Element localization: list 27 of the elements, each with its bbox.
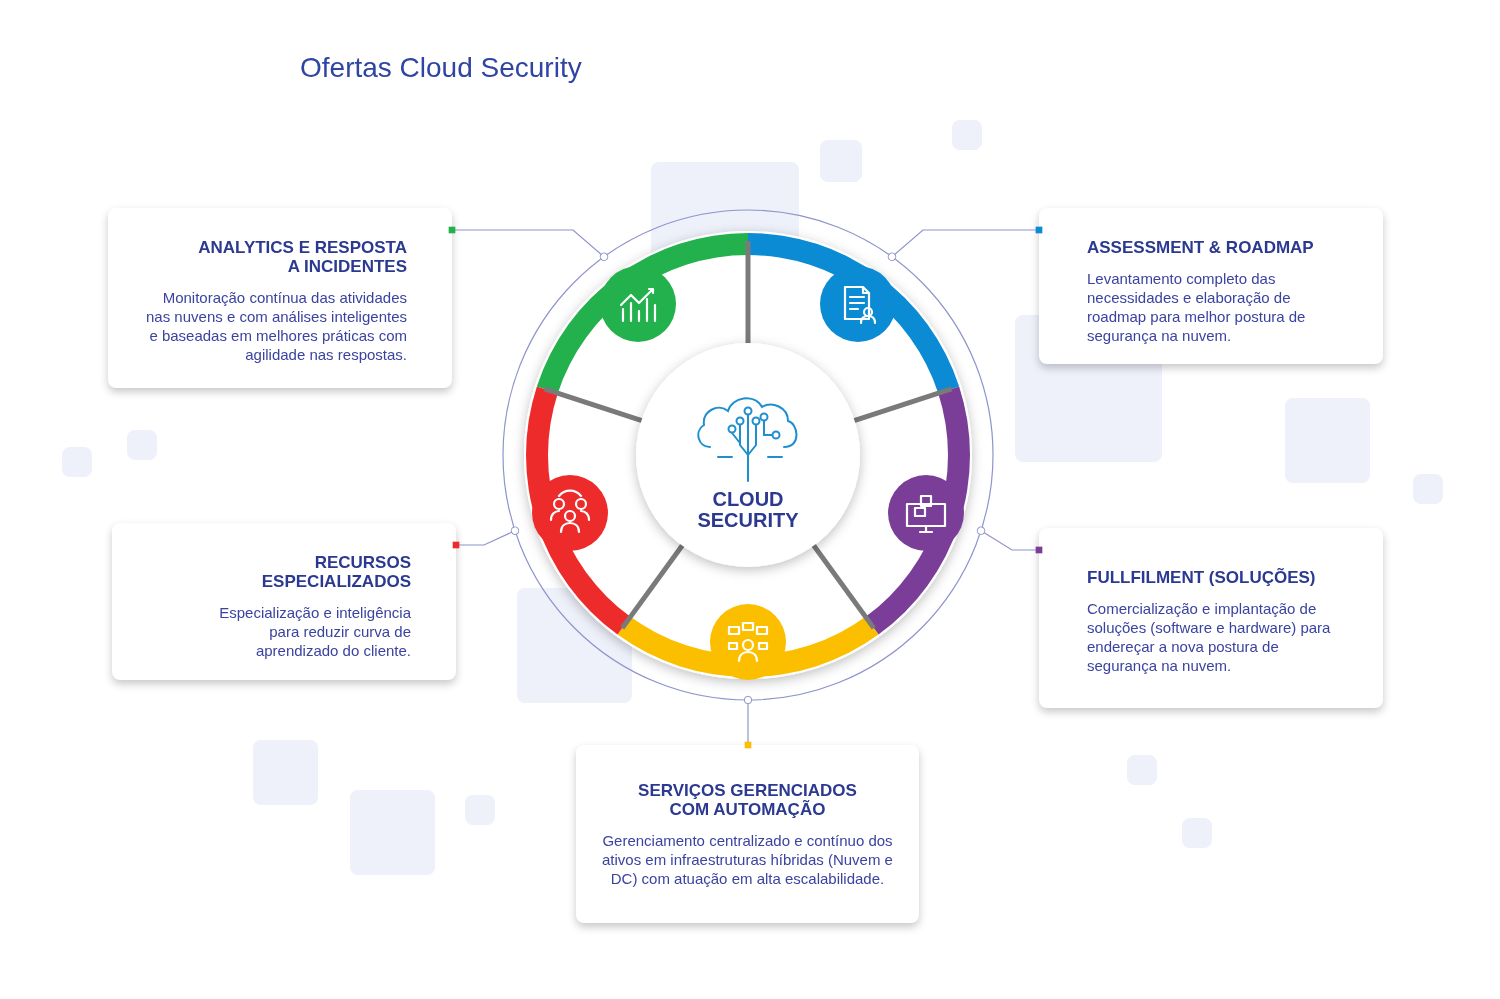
info-card: [1039, 528, 1383, 708]
leader-line: [448, 226, 609, 262]
card-heading: RECURSOS ESPECIALIZADOS: [260, 553, 411, 591]
info-card: [112, 523, 456, 680]
team-icon: [531, 473, 610, 552]
card-heading: FULLFILMENT (SOLUÇÕES): [1087, 568, 1317, 587]
card-description: Levantamento completo das necessidades e elaboração de roadmap para melhor postura de segurança na nuvem.: [1087, 269, 1307, 345]
info-card: [576, 745, 919, 923]
info-card: [108, 208, 452, 388]
info-card: [1039, 208, 1383, 364]
card-heading: ASSESSMENT & ROADMAP: [1087, 238, 1315, 257]
title: Ofertas Cloud Security: [300, 52, 582, 84]
leader-line: [452, 526, 520, 549]
card-description: Monitoração contínua das atividades nas nuvens e com análises inteligentes e baseadas em melhores práticas com agilidade nas respostas.: [145, 288, 407, 364]
card-description: Gerenciamento centralizado e contínuo dos ativos em infraestruturas híbridas (Nuvem e DC) com atuação em alta escalabilidade.: [601, 831, 894, 888]
people-network-icon: [709, 603, 787, 681]
leader-line: [887, 226, 1043, 261]
center-label: CLOUD SECURITY: [696, 489, 800, 531]
document-user-icon: [818, 264, 897, 343]
monitor-icon: [886, 473, 965, 552]
card-heading: SERVIÇOS GERENCIADOS COM AUTOMAÇÃO: [637, 781, 858, 819]
leader-line: [743, 695, 753, 749]
leader-line: [976, 526, 1043, 554]
card-description: Comercialização e implantação de soluções (software e hardware) para endereçar a nova postura de segurança na nuvem.: [1087, 599, 1332, 675]
card-heading: ANALYTICS E RESPOSTA A INCIDENTES: [197, 238, 407, 276]
bar-chart-icon: [599, 264, 678, 343]
card-description: Especialização e inteligência para reduzir curva de aprendizado do cliente.: [218, 603, 411, 660]
